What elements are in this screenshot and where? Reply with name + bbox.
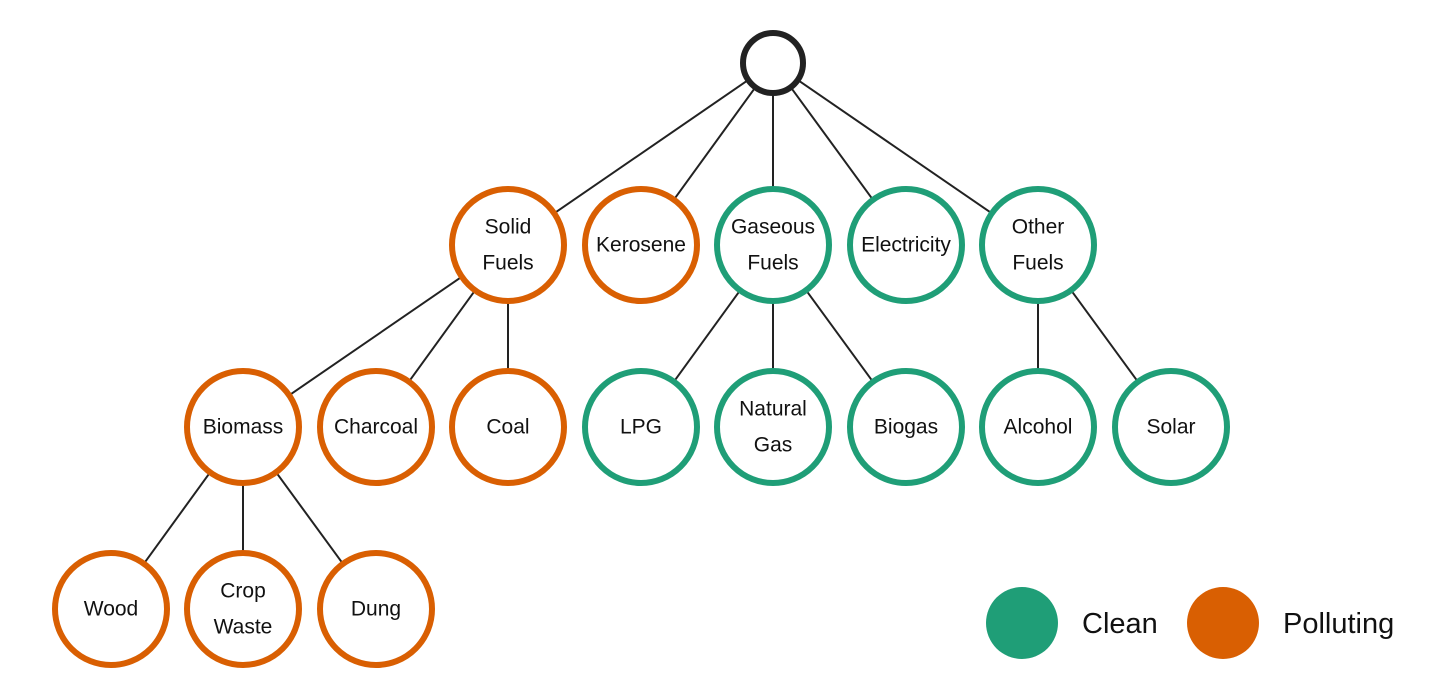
node-circle-coal xyxy=(449,368,567,486)
node-electricity: Electricity xyxy=(847,186,965,304)
node-circle-solar xyxy=(1112,368,1230,486)
node-circle-dung xyxy=(317,550,435,668)
node-label-dung-0: Dung xyxy=(351,598,401,621)
node-biogas: Biogas xyxy=(847,368,965,486)
node-circle-natural-gas xyxy=(714,368,832,486)
node-label-natural-gas-1: Gas xyxy=(754,434,793,457)
tree-edges xyxy=(143,79,1139,565)
node-circle-alcohol xyxy=(979,368,1097,486)
node-circle-biogas xyxy=(847,368,965,486)
edge-biomass-dung xyxy=(275,471,344,565)
node-circle-gaseous-fuels xyxy=(714,186,832,304)
legend: Clean Polluting xyxy=(986,587,1394,659)
node-label-wood-0: Wood xyxy=(84,598,138,621)
node-label-solid-fuels-0: Solid xyxy=(485,216,532,239)
node-solar: Solar xyxy=(1112,368,1230,486)
edge-solid-fuels-biomass xyxy=(288,275,463,397)
edge-root-other-fuels xyxy=(797,79,993,215)
edge-gaseous-fuels-lpg xyxy=(673,289,741,383)
edge-solid-fuels-charcoal xyxy=(408,289,476,383)
node-label-coal-0: Coal xyxy=(486,416,529,439)
node-label-crop-waste-0: Crop xyxy=(220,580,266,603)
node-circle-lpg xyxy=(582,368,700,486)
node-label-charcoal-0: Charcoal xyxy=(334,416,418,439)
root-node xyxy=(740,30,806,96)
node-coal: Coal xyxy=(449,368,567,486)
legend-clean-swatch xyxy=(986,587,1058,659)
node-circle-solid-fuels xyxy=(449,186,567,304)
edge-gaseous-fuels-biogas xyxy=(805,289,874,383)
node-circle-charcoal xyxy=(317,368,435,486)
legend-polluting-swatch xyxy=(1187,587,1259,659)
legend-polluting-label: Polluting xyxy=(1283,608,1394,640)
edge-root-kerosene xyxy=(673,86,757,201)
node-label-lpg-0: LPG xyxy=(620,416,662,439)
node-circle-kerosene xyxy=(582,186,700,304)
node-label-biomass-0: Biomass xyxy=(203,416,284,439)
node-alcohol: Alcohol xyxy=(979,368,1097,486)
node-label-electricity-0: Electricity xyxy=(861,234,951,257)
node-charcoal: Charcoal xyxy=(317,368,435,486)
node-label-gaseous-fuels-0: Gaseous xyxy=(731,216,815,239)
node-label-natural-gas-0: Natural xyxy=(739,398,807,421)
node-circle-wood xyxy=(52,550,170,668)
node-circle-electricity xyxy=(847,186,965,304)
node-kerosene: Kerosene xyxy=(582,186,700,304)
edge-root-solid-fuels xyxy=(553,79,749,215)
node-label-biogas-0: Biogas xyxy=(874,416,938,439)
node-label-other-fuels-0: Other xyxy=(1012,216,1065,239)
edge-biomass-wood xyxy=(143,471,211,565)
legend-clean-label: Clean xyxy=(1082,608,1158,640)
node-label-other-fuels-1: Fuels xyxy=(1012,252,1063,275)
node-label-alcohol-0: Alcohol xyxy=(1004,416,1073,439)
node-circle-other-fuels xyxy=(979,186,1097,304)
node-dung: Dung xyxy=(317,550,435,668)
node-label-solid-fuels-1: Fuels xyxy=(482,252,533,275)
edge-root-electricity xyxy=(789,86,874,201)
node-biomass: Biomass xyxy=(184,368,302,486)
node-circle-biomass xyxy=(184,368,302,486)
node-label-kerosene-0: Kerosene xyxy=(596,234,686,257)
edge-other-fuels-solar xyxy=(1070,289,1139,383)
node-wood: Wood xyxy=(52,550,170,668)
node-circle-crop-waste xyxy=(184,550,302,668)
node-lpg: LPG xyxy=(582,368,700,486)
node-label-solar-0: Solar xyxy=(1146,416,1195,439)
node-label-gaseous-fuels-1: Fuels xyxy=(747,252,798,275)
node-label-crop-waste-1: Waste xyxy=(214,616,273,639)
